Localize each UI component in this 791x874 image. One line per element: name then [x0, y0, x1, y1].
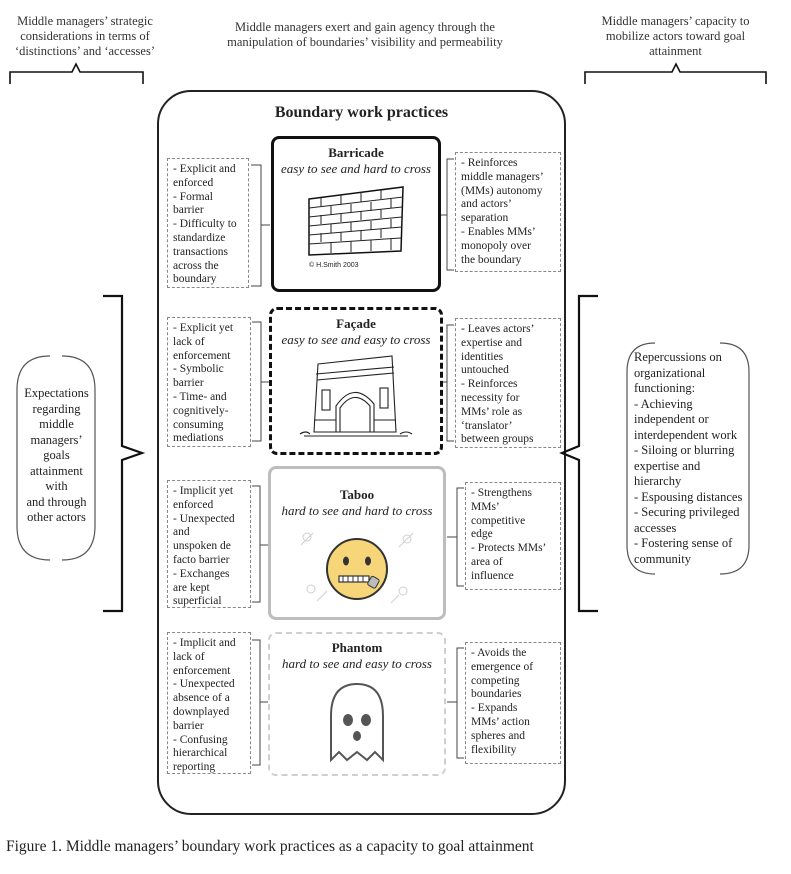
taboo-subtitle: hard to see and hard to cross: [281, 503, 433, 518]
brick-wall-icon: © H.Smith 2003: [308, 186, 404, 269]
phantom-right-box: - Avoids the emergence of competing boun…: [465, 642, 561, 764]
facade-left-box: - Explicit yet lack of enforcement - Sym…: [167, 317, 251, 447]
facade-subtitle: easy to see and easy to cross: [281, 332, 431, 347]
facade-box: Façade easy to see and easy to cross: [269, 307, 443, 455]
phantom-box: Phantom hard to see and easy to cross: [268, 632, 446, 776]
arc-de-triomphe-icon: [299, 355, 413, 437]
header-left: Middle managers’ strategic consideration…: [15, 14, 155, 58]
left-oval-text: Expectations regarding middle managers’ …: [24, 386, 89, 524]
facade-right-box: - Leaves actors’ expertise and identitie…: [455, 318, 561, 448]
right-oval-text: Repercussions on organizational function…: [634, 350, 743, 566]
phantom-left-box: - Implicit and lack of enforcement - Une…: [167, 632, 251, 774]
barricade-title: Barricade: [328, 145, 384, 160]
barricade-box: Barricade easy to see and hard to cross …: [271, 136, 441, 292]
taboo-right-box: - Strengthens MMs’ competitive edge - Pr…: [465, 482, 561, 590]
taboo-box: Taboo hard to see and hard to cross: [268, 466, 446, 620]
header-right: Middle managers’ capacity to mobilize ac…: [601, 14, 750, 58]
header-center: Middle managers exert and gain agency th…: [227, 20, 503, 49]
facade-title: Façade: [336, 316, 376, 331]
figure-caption: Figure 1. Middle managers’ boundary work…: [6, 838, 534, 855]
barricade-right-box: - Reinforces middle managers’ (MMs) auto…: [455, 152, 561, 272]
barricade-subtitle: easy to see and hard to cross: [281, 161, 431, 176]
frame-title: Boundary work practices: [274, 104, 449, 121]
barricade-left-box: - Explicit and enforced - Formal barrier…: [167, 158, 249, 288]
taboo-left-box: - Implicit yet enforced - Unexpected and…: [167, 480, 251, 608]
taboo-title: Taboo: [339, 487, 375, 502]
phantom-subtitle: hard to see and easy to cross: [282, 656, 432, 671]
brick-wall-credit: © H.Smith 2003: [309, 261, 359, 269]
phantom-title: Phantom: [331, 640, 383, 655]
zipper-mouth-face-icon: [300, 532, 414, 604]
ghost-icon: [330, 682, 384, 763]
